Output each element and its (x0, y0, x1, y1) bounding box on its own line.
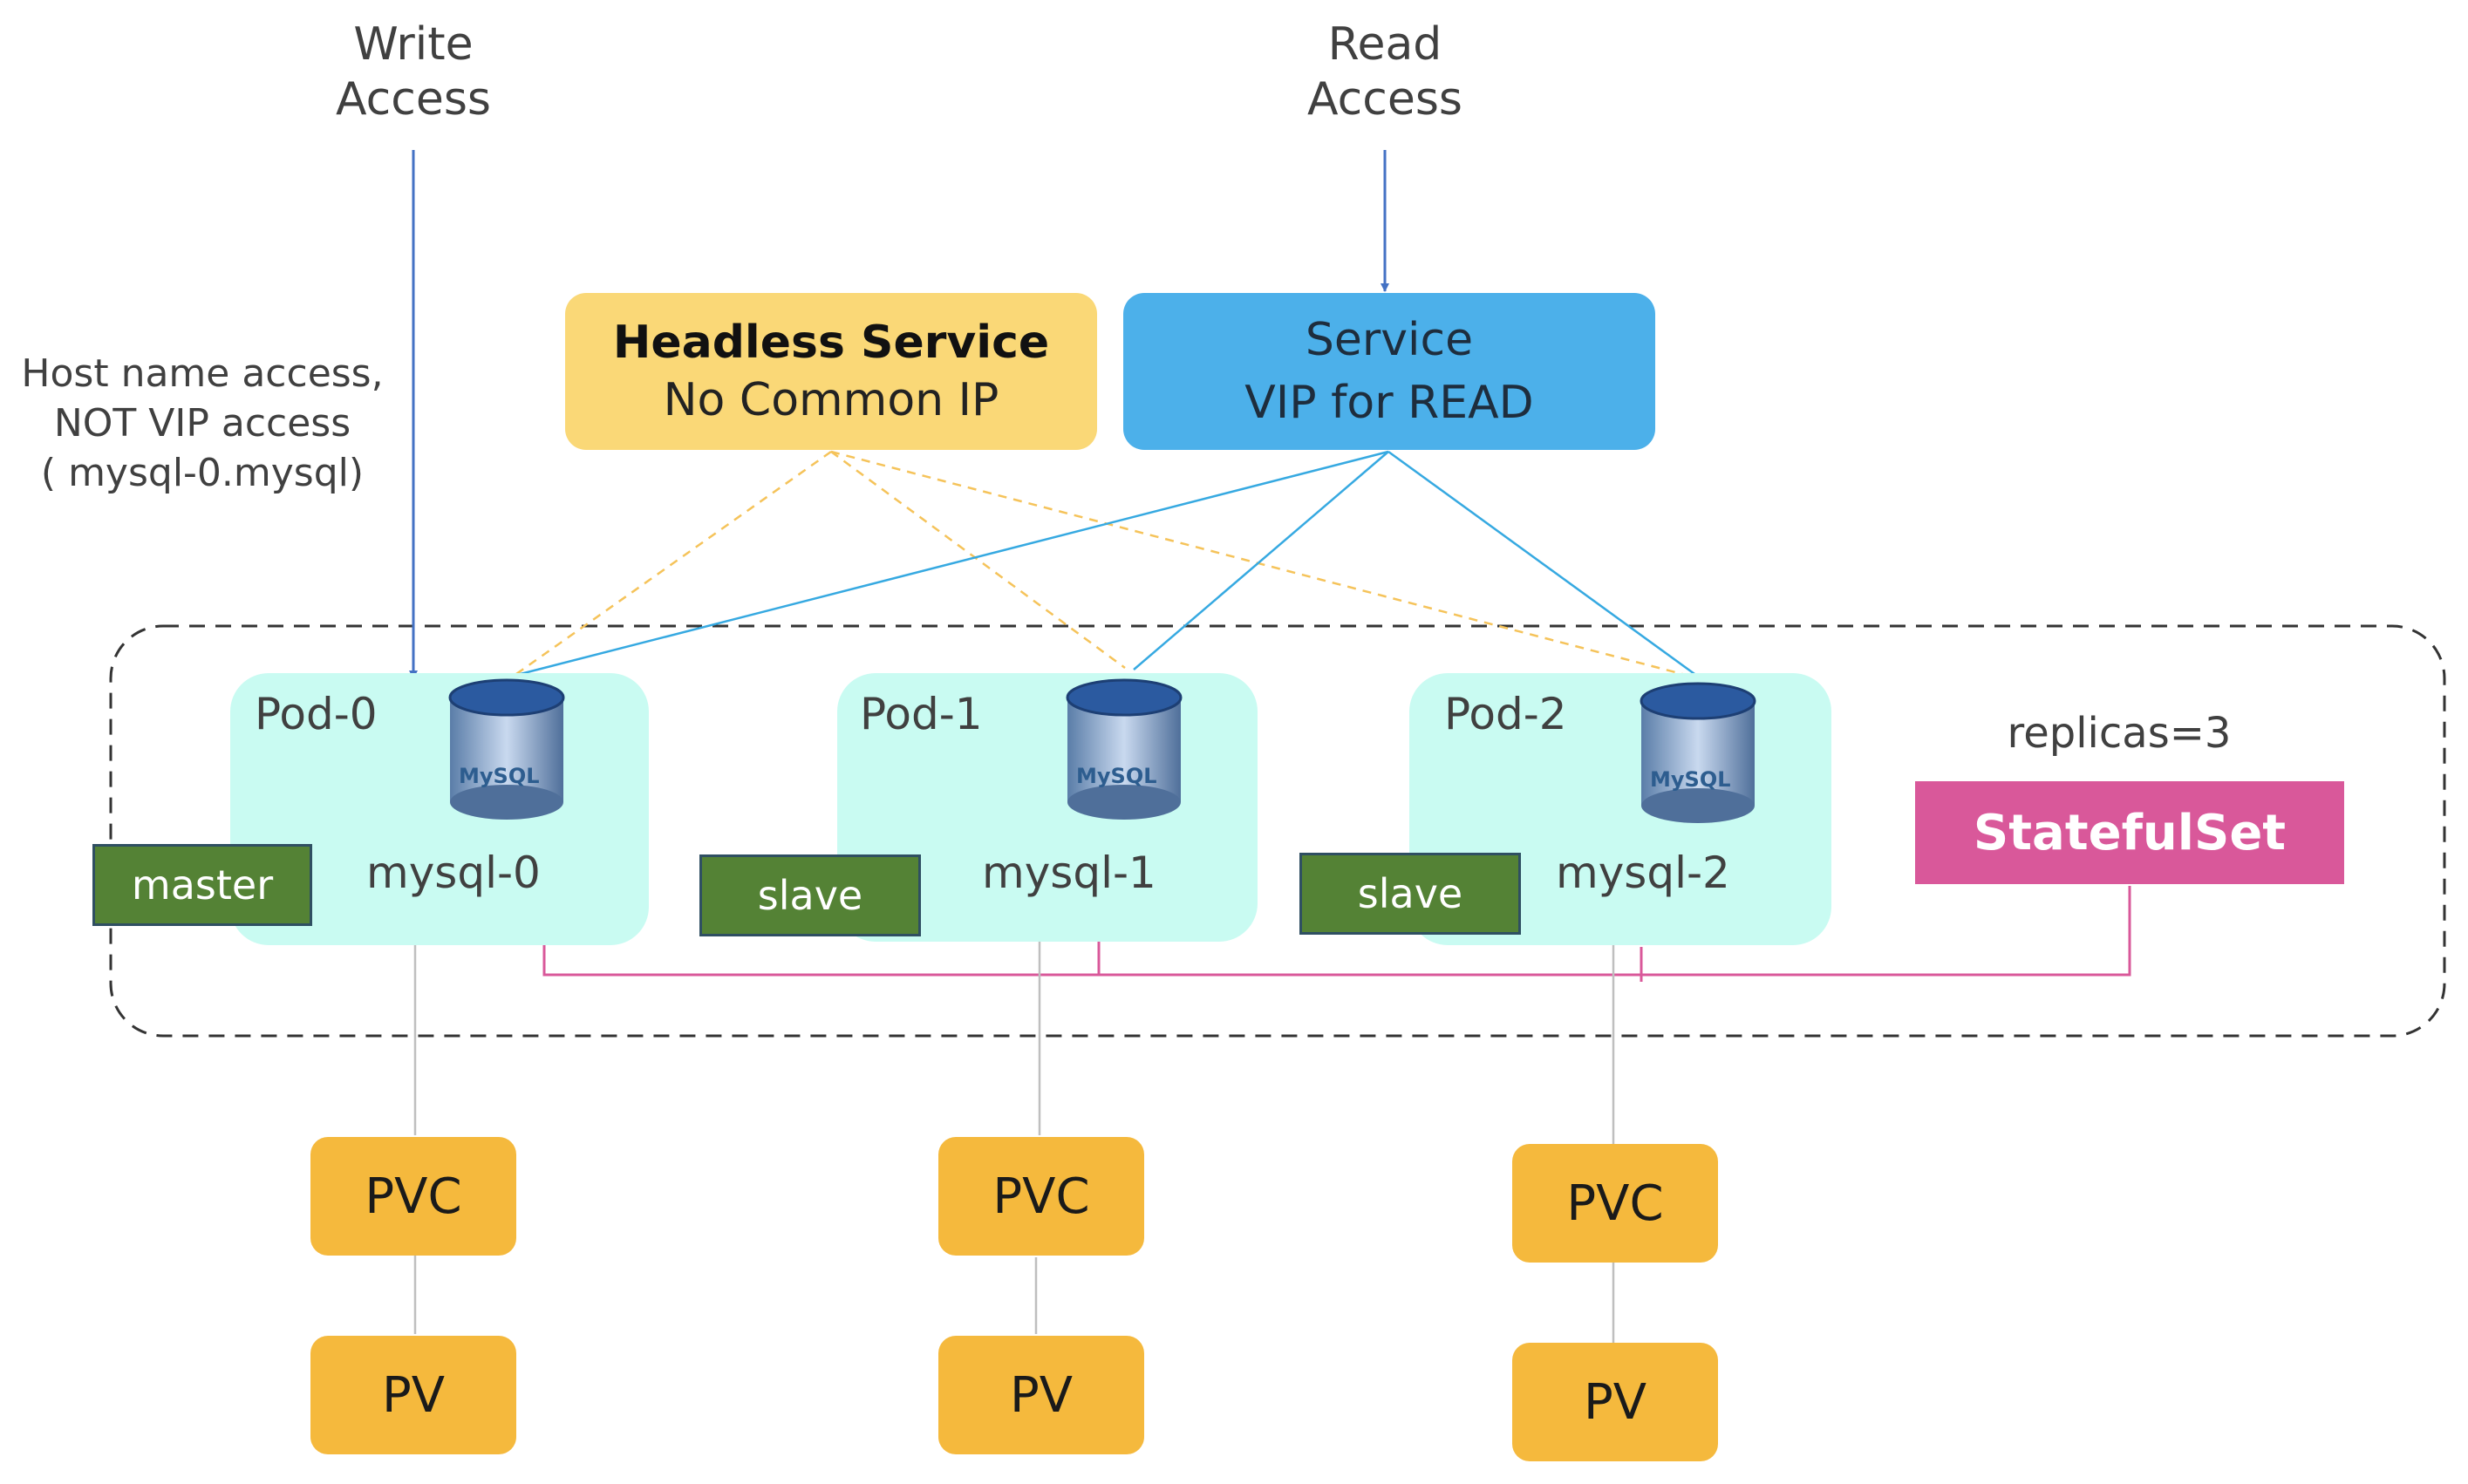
pod-1-label: Pod-1 (860, 689, 983, 739)
headless-connections (509, 450, 1700, 680)
pvc-box: PVC (310, 1137, 516, 1256)
svg-text:MySQL: MySQL (459, 764, 540, 788)
read-service: Service VIP for READ (1123, 293, 1655, 450)
slave-role-badge: slave (699, 854, 921, 936)
pod-0-hostname: mysql-0 (366, 848, 541, 898)
pv-box: PV (1512, 1343, 1718, 1461)
headless-service-subtitle: No Common IP (663, 374, 999, 426)
pod-2-hostname: mysql-2 (1556, 848, 1730, 898)
storage-connections (413, 938, 1615, 1343)
pvc-box: PVC (1512, 1144, 1718, 1263)
pv-box: PV (938, 1336, 1144, 1454)
statefulset-box: StatefulSet (1915, 781, 2344, 884)
mysql-db-icon: MySQL (1633, 680, 1763, 828)
pv-box: PV (310, 1336, 516, 1454)
service-connections (509, 450, 1701, 680)
pod-0-label: Pod-0 (255, 689, 378, 739)
headless-service: Headless Service No Common IP (565, 293, 1097, 450)
svg-text:MySQL: MySQL (1076, 764, 1157, 788)
read-access-label: Read Access (1306, 18, 1462, 126)
pod-2-label: Pod-2 (1444, 689, 1567, 739)
statefulset-boundary (109, 624, 2446, 1038)
slave-role-badge: slave (1299, 853, 1521, 935)
replicas-label: replicas=3 (2007, 709, 2232, 758)
master-role-badge: master (92, 844, 312, 926)
pvc-box: PVC (938, 1137, 1144, 1256)
headless-service-title: Headless Service (612, 317, 1050, 369)
service-title: Service (1305, 314, 1474, 366)
write-access-label: Write Access (335, 18, 491, 126)
service-subtitle: VIP for READ (1244, 377, 1534, 429)
svg-text:MySQL: MySQL (1650, 767, 1731, 792)
pod-1-hostname: mysql-1 (982, 848, 1156, 898)
mysql-db-icon: MySQL (1059, 677, 1190, 825)
hostname-access-note: Host name access, NOT VIP access ( mysql… (21, 351, 384, 496)
mysql-db-icon: MySQL (441, 677, 572, 825)
